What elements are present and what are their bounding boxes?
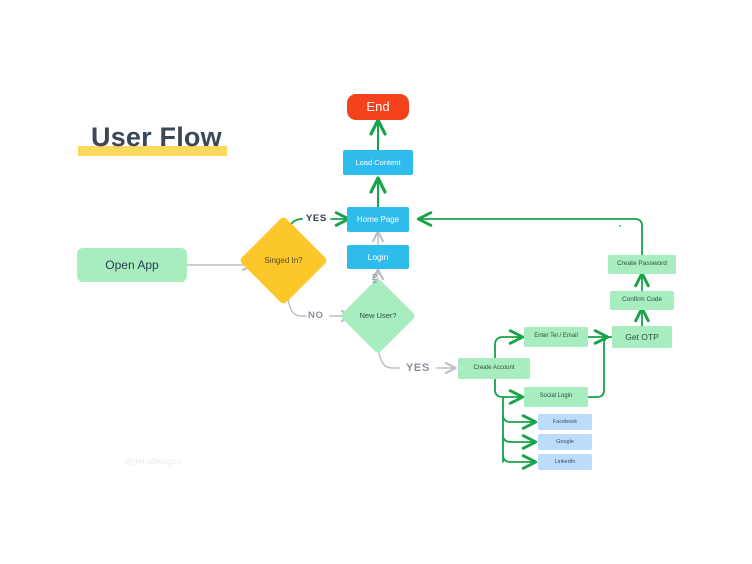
node-new-user-decision[interactable]: New User? (339, 277, 417, 355)
node-confirm-code[interactable]: Confirm Code (610, 291, 674, 310)
edge-label-no-signed-in: NO (308, 310, 324, 321)
watermark: @gerodesignx (124, 456, 182, 466)
node-social-login[interactable]: Social Login (524, 387, 588, 407)
node-linkedin[interactable]: LinkedIn (538, 454, 592, 470)
node-new-user-label: New User? (359, 311, 397, 321)
node-create-password[interactable]: Create Password (608, 255, 676, 274)
edge-createaccount-entertel (494, 329, 525, 359)
page-title: User Flow (91, 122, 222, 152)
edge-sociallogin-facebook (502, 414, 538, 430)
edge-label-yes-signed-in: YES (306, 213, 327, 224)
node-open-app[interactable]: Open App (77, 248, 187, 282)
node-load-content[interactable]: Load Content (343, 150, 413, 175)
node-google[interactable]: Google (538, 434, 592, 450)
title-highlight-bar (78, 146, 227, 156)
node-home-page[interactable]: Home Page (347, 207, 409, 232)
node-facebook[interactable]: Facebook (538, 414, 592, 430)
node-enter-tel-email[interactable]: Enter Tel / Email (524, 327, 588, 347)
edge-label-yes-new-user: YES (406, 362, 430, 374)
edge-createaccount-sociallogin (494, 378, 525, 405)
page-title-block: User Flow (78, 122, 227, 156)
edge-createpassword-homepage (416, 211, 643, 256)
node-signed-in-label: Singed In? (264, 255, 303, 265)
edge-sociallogin-getotp (587, 336, 612, 398)
node-login[interactable]: Login (347, 245, 409, 269)
node-end[interactable]: End (347, 94, 409, 120)
node-signed-in-decision[interactable]: Singed In? (238, 215, 329, 306)
edge-sociallogin-linkedin (502, 454, 538, 470)
edge-label-no-new-user: NO (373, 272, 380, 284)
node-create-account[interactable]: Create Account (458, 358, 530, 379)
edge-sociallogin-google (502, 434, 538, 450)
node-get-otp[interactable]: Get OTP (612, 326, 672, 348)
